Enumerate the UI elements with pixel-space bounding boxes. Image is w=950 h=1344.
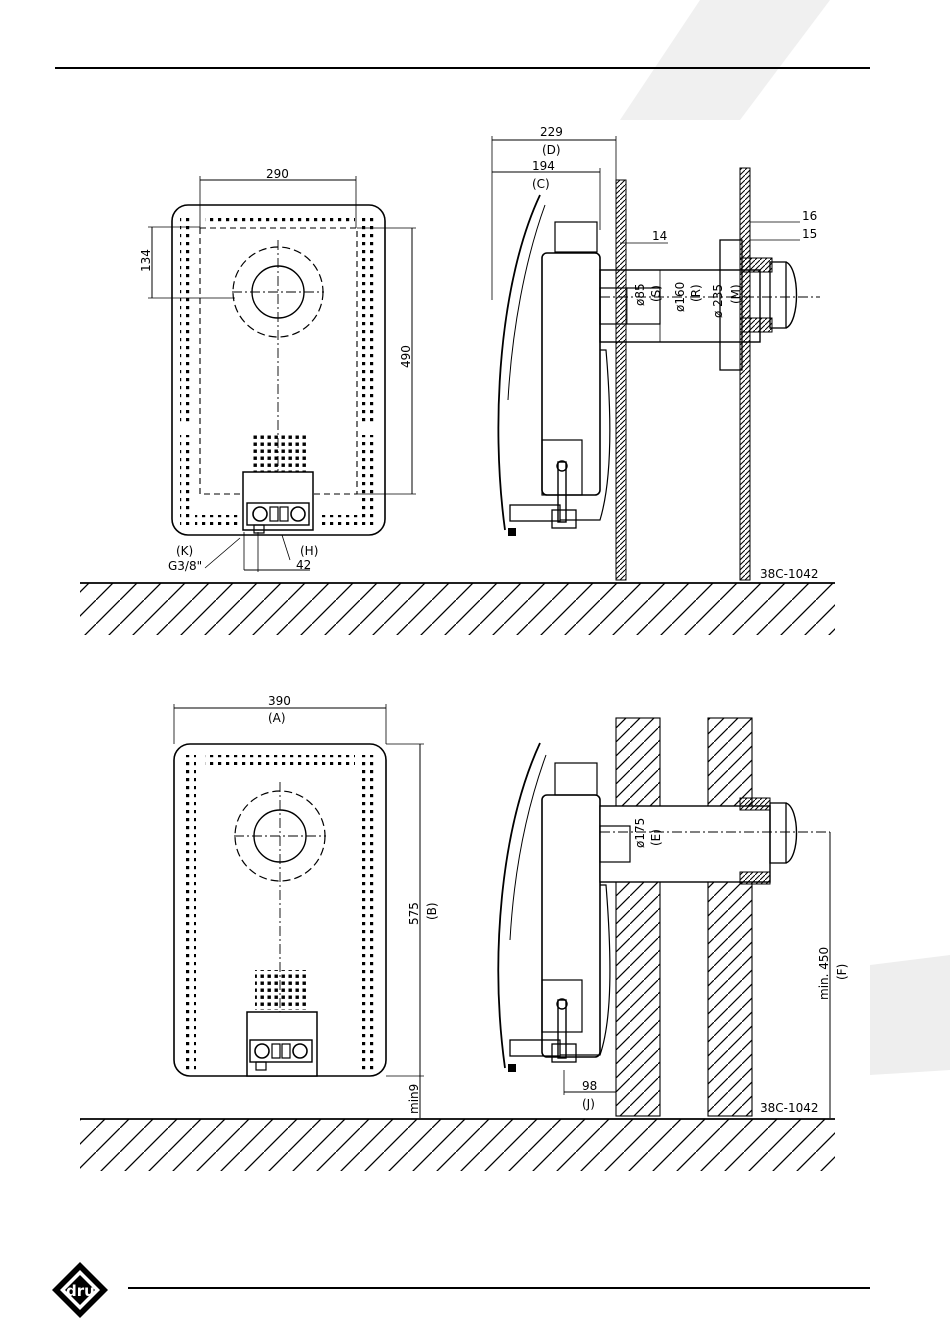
- dia-r: ø160: [673, 282, 687, 312]
- page-corner-tab: [620, 0, 830, 120]
- label-e: (E): [649, 829, 663, 846]
- bottom-floor-hatch: [80, 1119, 835, 1171]
- top-front-offset-dim: 134: [139, 249, 153, 272]
- label-k: (K): [176, 544, 193, 558]
- depth-d-label: (D): [542, 143, 561, 157]
- dim-15: 15: [802, 227, 817, 241]
- top-front-width-dim: 290: [266, 167, 289, 181]
- page-edge-tab: [870, 955, 950, 1075]
- dim-14: 14: [652, 229, 667, 243]
- dia-s: ø85: [633, 283, 647, 306]
- drawing-code-bottom: 38C-1042: [760, 1101, 819, 1115]
- dim-16: 16: [802, 209, 817, 223]
- top-side-view: [492, 136, 820, 580]
- top-floor-hatch: [80, 583, 835, 635]
- dia-e: ø175: [633, 818, 647, 848]
- top-front-view: [148, 176, 416, 572]
- min-clearance: min9: [407, 1084, 421, 1114]
- bottom-front-width-value: 390: [268, 694, 291, 708]
- min-height-value: min. 450: [817, 947, 831, 1000]
- bottom-front-width-label: (A): [268, 711, 286, 725]
- depth-d-value: 229: [540, 125, 563, 139]
- bottom-front-height-value: 575: [407, 902, 421, 925]
- depth-c-label: (C): [532, 177, 550, 191]
- min-height-label: (F): [835, 964, 849, 980]
- depth-c-value: 194: [532, 159, 555, 173]
- gas-thread-label: G3/8": [168, 559, 202, 573]
- offset-label: (J): [582, 1097, 595, 1111]
- bottom-side-view: [498, 718, 830, 1118]
- offset-value: 98: [582, 1079, 597, 1093]
- label-h: (H): [300, 544, 318, 558]
- label-r: (R): [689, 284, 703, 302]
- label-m: (M): [729, 284, 743, 304]
- drawing-code-top: 38C-1042: [760, 567, 819, 581]
- label-s: (S): [649, 285, 663, 302]
- top-front-height-dim: 490: [399, 345, 413, 368]
- brand-text: dru: [66, 1282, 95, 1300]
- dia-m: ø 235: [711, 284, 725, 318]
- bottom-front-height-label: (B): [425, 902, 439, 920]
- top-front-spacing-dim: 42: [296, 558, 311, 572]
- bottom-front-view: [174, 704, 424, 1118]
